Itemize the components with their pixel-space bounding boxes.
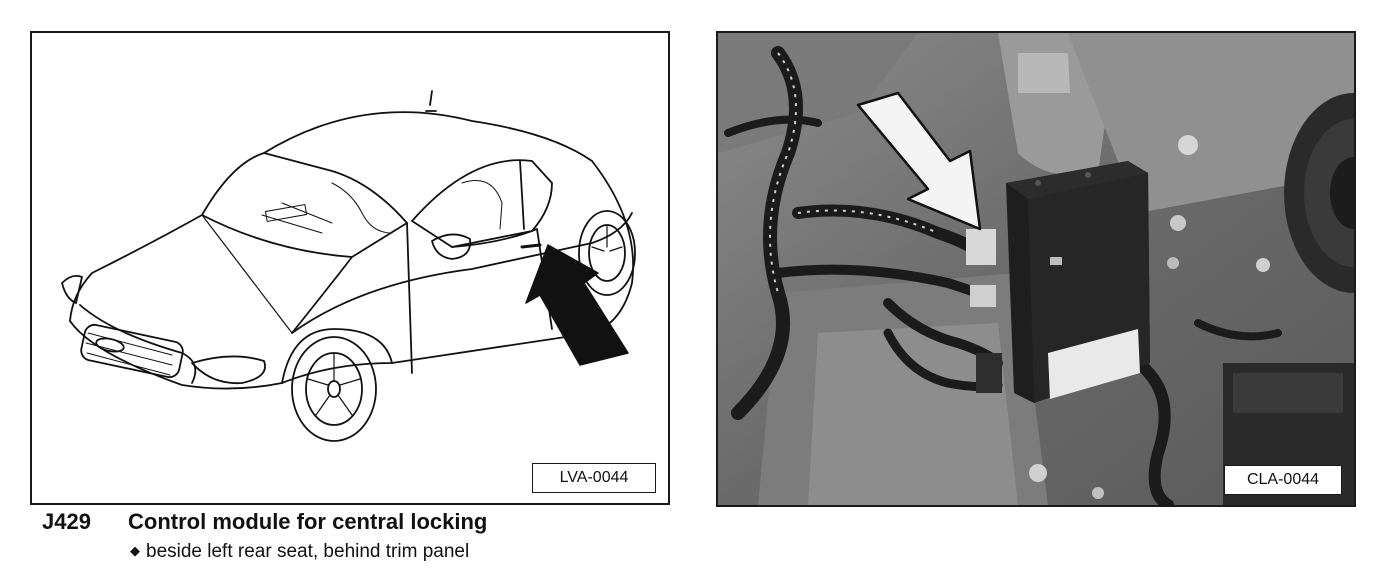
component-title: Control module for central locking [128,509,488,534]
component-caption: J429 Control module for central locking [42,509,487,535]
car-line-drawing [61,90,636,442]
figure-reference-code: CLA-0044 [1224,465,1342,495]
car-illustration-figure: LVA-0044 [30,31,670,505]
location-text: beside left rear seat, behind trim panel [146,541,470,562]
figure-reference-code: LVA-0044 [532,463,656,493]
control-module-photo [718,33,1354,505]
location-arrow [525,244,629,366]
module-photo-figure: CLA-0044 [716,31,1356,507]
bullet-icon: ◆ [130,543,140,558]
location-note: ◆ beside left rear seat, behind trim pane… [130,541,469,563]
component-code: J429 [42,509,91,534]
location-arrow [856,91,982,231]
